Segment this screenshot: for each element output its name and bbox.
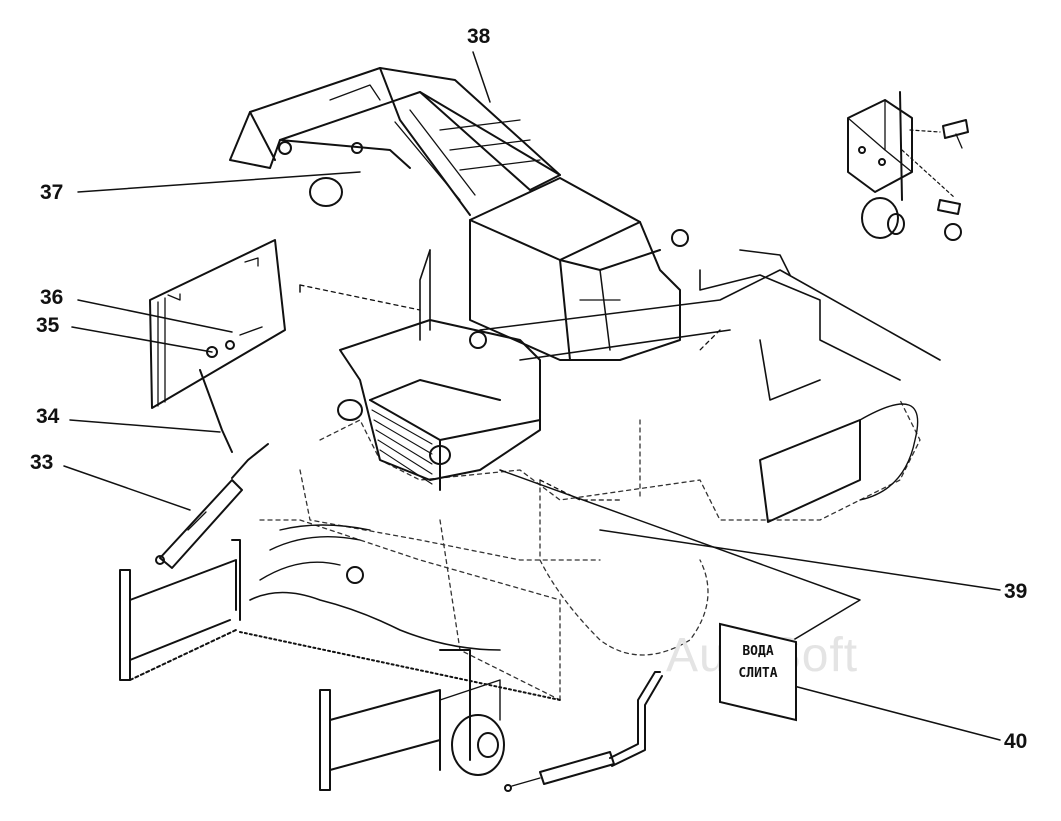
sign-plate <box>719 622 797 722</box>
callout-35: 35 <box>36 314 60 337</box>
callout-38: 38 <box>467 25 491 48</box>
water-drained-sign: ВОДА СЛИТА <box>716 620 800 724</box>
callout-leaders <box>63 51 1001 741</box>
callout-39: 39 <box>1004 580 1028 603</box>
engine-radiator <box>337 319 541 491</box>
hydraulic-cylinder <box>155 369 269 569</box>
header-lower <box>319 649 505 791</box>
fastener-set <box>847 91 969 241</box>
dashed-leaders <box>299 284 721 501</box>
lower-cylinder <box>504 671 663 792</box>
sign-line-1: ВОДА <box>742 644 774 659</box>
header-reel <box>119 524 561 701</box>
sign-line-2: СЛИТА <box>738 666 778 681</box>
cab <box>469 177 689 361</box>
grain-elevator <box>229 67 561 216</box>
callout-40: 40 <box>1004 730 1028 753</box>
chassis-rails <box>419 249 941 401</box>
callout-37: 37 <box>40 181 64 204</box>
callout-34: 34 <box>36 405 60 428</box>
grain-tank-panel <box>759 403 919 523</box>
callout-36: 36 <box>40 286 64 309</box>
callout-33: 33 <box>30 451 54 474</box>
side-panel <box>149 239 286 409</box>
